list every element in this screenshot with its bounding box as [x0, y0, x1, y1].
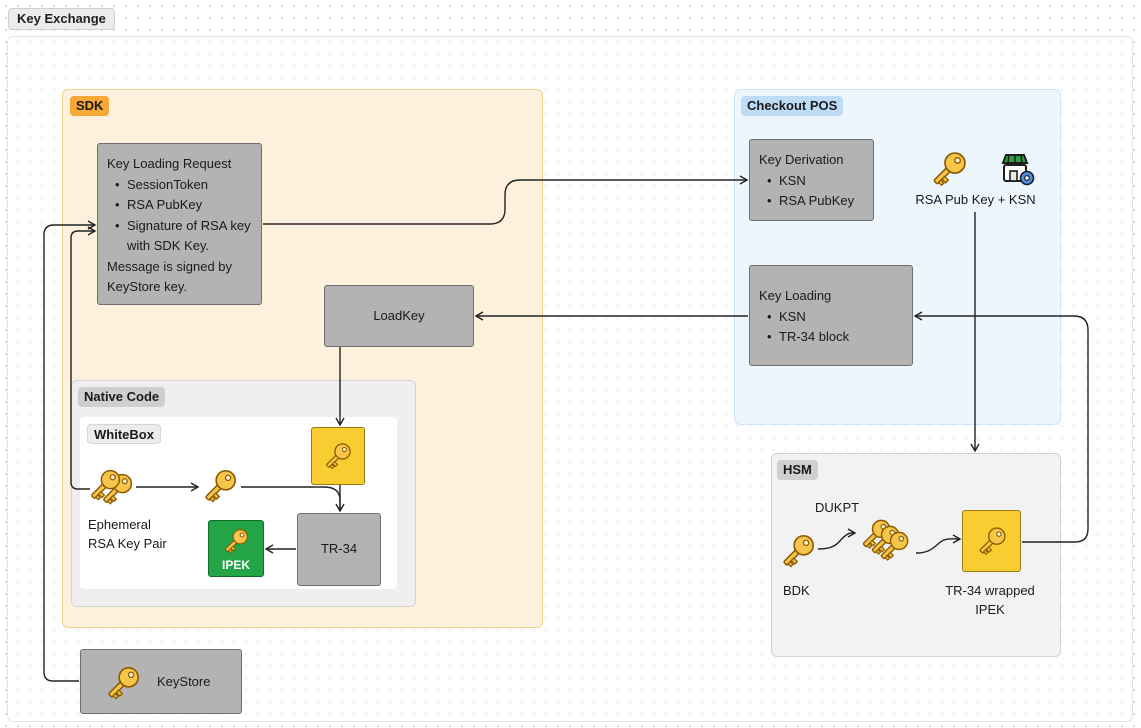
hsm-section-label: HSM	[777, 460, 818, 480]
tr34-node[interactable]: TR-34	[297, 513, 381, 586]
tr34-wrapped-key-tile	[962, 510, 1021, 572]
checkout-pos-section-label: Checkout POS	[741, 96, 844, 116]
list-item: SessionToken	[115, 175, 253, 196]
native-code-section-label: Native Code	[78, 387, 166, 407]
sdk-section-label: SDK	[70, 96, 110, 116]
dukpt-label: DUKPT	[815, 500, 860, 515]
tr34-wrapped-ipek-label: TR-34 wrapped IPEK	[945, 583, 1035, 617]
key-derivation-title: Key Derivation	[759, 152, 844, 167]
arrow-keystore-to-request	[43, 220, 97, 682]
list-item: TR-34 block	[767, 327, 904, 348]
arrow-dukpt-to-wrapped	[915, 534, 962, 554]
key-loading-request-title: Key Loading Request	[107, 156, 232, 171]
load-key-node[interactable]: LoadKey	[324, 285, 474, 347]
key-tile	[311, 427, 365, 485]
key-derivation-items: KSN RSA PubKey	[759, 171, 865, 212]
arrow-rsa-key-to-tr34	[241, 486, 341, 511]
rsa-pub-key-ksn-label: RSA Pub Key + KSN	[915, 192, 1036, 207]
ipek-label: IPEK	[221, 558, 250, 572]
key-loading-title: Key Loading	[759, 288, 832, 303]
list-item: KSN	[767, 307, 904, 328]
tr34-label: TR-34	[320, 541, 358, 557]
load-key-label: LoadKey	[373, 307, 425, 323]
arrow-hsm-to-keyloading	[913, 311, 1089, 543]
frame-title[interactable]: Key Exchange	[8, 8, 115, 30]
arrow-bdk-to-dukpt	[817, 528, 857, 550]
list-item: RSA PubKey	[115, 195, 253, 216]
ipek-tile[interactable]: IPEK	[208, 520, 264, 577]
list-item: KSN	[767, 171, 865, 192]
store-settings-icon	[1001, 154, 1035, 186]
arrow-request-to-derivation	[263, 175, 749, 225]
arrow-keypair-to-request	[70, 226, 97, 490]
key-loading-node[interactable]: Key Loading KSN TR-34 block	[749, 265, 913, 366]
ephemeral-key-pair-label: Ephemeral RSA Key Pair	[88, 517, 167, 551]
whitebox-section-label: WhiteBox	[87, 424, 161, 444]
key-loading-request-items: SessionToken RSA PubKey Signature of RSA…	[107, 175, 253, 257]
key-loading-request-node[interactable]: Key Loading Request SessionToken RSA Pub…	[97, 143, 262, 305]
keystore-node[interactable]: KeyStore	[80, 649, 242, 714]
bdk-label: BDK	[783, 583, 810, 598]
list-item: RSA PubKey	[767, 191, 865, 212]
key-loading-request-footer: Message is signed by KeyStore key.	[107, 258, 233, 295]
key-derivation-node[interactable]: Key Derivation KSN RSA PubKey	[749, 139, 874, 221]
list-item: Signature of RSA key with SDK Key.	[115, 216, 253, 257]
key-loading-items: KSN TR-34 block	[759, 307, 904, 348]
keystore-label: KeyStore	[157, 674, 211, 689]
